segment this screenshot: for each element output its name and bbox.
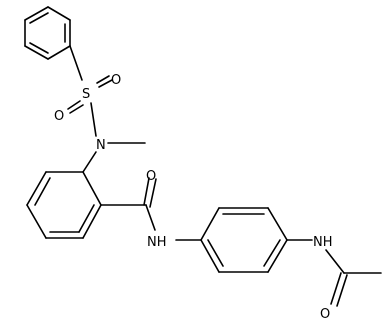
bond: [325, 249, 345, 274]
bond: [47, 6, 71, 21]
bond: [69, 45, 83, 81]
bond: [82, 204, 102, 239]
bond: [149, 178, 157, 208]
acetyl-oxygen-label: O: [320, 307, 330, 322]
bond: [330, 272, 342, 305]
sulfur-atom-label: S: [82, 87, 90, 102]
bond: [96, 75, 110, 84]
bond: [98, 79, 113, 88]
acetamide-nitrogen-label: NH: [313, 235, 333, 250]
bond: [90, 102, 97, 137]
bond: [336, 274, 348, 307]
bond: [82, 171, 102, 206]
bond: [69, 104, 84, 114]
bond: [263, 239, 281, 267]
sulfonyl-oxygen-label: O: [111, 73, 121, 88]
bond: [34, 177, 51, 206]
atom-labels: S O O N O NH NH O: [54, 73, 333, 322]
sulfonamide-nitrogen-label: N: [96, 138, 106, 153]
bond: [200, 207, 220, 241]
bond: [267, 207, 288, 241]
bond: [143, 177, 150, 206]
bond: [145, 204, 156, 231]
amide-oxygen-label: O: [146, 169, 156, 184]
sulfonyl-oxygen-label: O: [54, 109, 64, 124]
bond: [82, 151, 97, 173]
bond: [200, 239, 220, 273]
bond: [207, 239, 224, 267]
bond: [29, 42, 49, 54]
bond: [29, 12, 49, 24]
bond: [67, 100, 81, 110]
bond: [24, 45, 49, 60]
bond: [26, 171, 47, 206]
bond: [267, 239, 288, 273]
bond: [26, 204, 47, 239]
bond: [78, 204, 95, 233]
bond: [47, 45, 71, 60]
amide-nitrogen-label: NH: [147, 235, 167, 250]
bonds: [24, 6, 382, 307]
bond: [24, 6, 49, 21]
